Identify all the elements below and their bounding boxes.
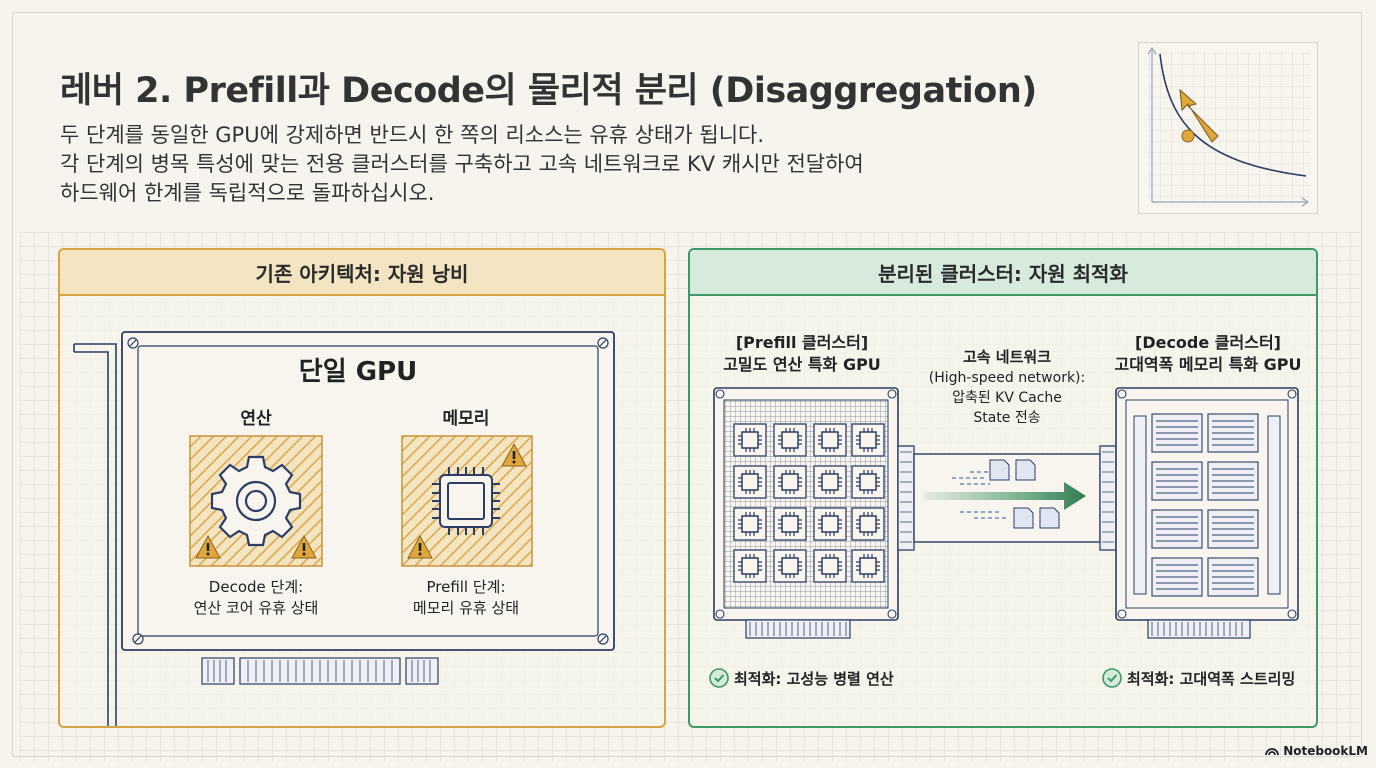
right-panel-header: 분리된 클러스터: 자원 최적화 bbox=[690, 250, 1316, 296]
compute-core-icon bbox=[813, 549, 847, 583]
compute-core-icon bbox=[813, 423, 847, 457]
compute-core-icon bbox=[773, 465, 807, 499]
left-panel-header-text: 기존 아키텍처: 자원 낭비 bbox=[255, 261, 469, 286]
compute-core-icon bbox=[851, 507, 885, 541]
compute-core-icon bbox=[813, 465, 847, 499]
check-circle-icon bbox=[709, 668, 729, 688]
subtitle-line-1: 두 단계를 동일한 GPU에 강제하면 반드시 한 쪽의 리소스는 유휴 상태가… bbox=[60, 123, 765, 147]
right-panel-header-text: 분리된 클러스터: 자원 최적화 bbox=[878, 261, 1128, 286]
compute-core-icon bbox=[733, 423, 767, 457]
network-label-line-4: State 전송 bbox=[973, 410, 1040, 426]
compute-label: 연산 bbox=[240, 409, 272, 429]
warning-icon bbox=[501, 442, 527, 467]
compute-core-icon bbox=[773, 423, 807, 457]
compute-core-icon bbox=[773, 507, 807, 541]
curve-chart-illustration bbox=[1138, 42, 1318, 214]
compute-core-icon bbox=[851, 465, 885, 499]
warning-icon bbox=[195, 534, 221, 559]
compute-core-icon bbox=[813, 507, 847, 541]
brand-name: NotebookLM bbox=[1283, 744, 1368, 758]
page-title: 레버 2. Prefill과 Decode의 물리적 분리 (Disaggreg… bbox=[60, 71, 1037, 111]
gpu-title: 단일 GPU bbox=[299, 357, 417, 387]
memory-bank-lines bbox=[1156, 420, 1254, 590]
memory-caption-line-2: 메모리 유휴 상태 bbox=[413, 599, 519, 617]
memory-label: 메모리 bbox=[443, 409, 490, 429]
warning-icon bbox=[291, 534, 317, 559]
network-label-line-1: 고속 네트워크 bbox=[963, 348, 1051, 366]
warning-icon bbox=[407, 534, 433, 559]
left-panel-legacy: 기존 아키텍처: 자원 낭비 bbox=[58, 248, 666, 728]
compute-core-icon bbox=[733, 465, 767, 499]
compute-caption-line-1: Decode 단계: bbox=[209, 578, 303, 596]
prefill-cluster-subtitle: 고밀도 연산 특화 GPU bbox=[723, 355, 881, 374]
subtitle-line-2: 각 단계의 병목 특성에 맞는 전용 클러스터를 구축하고 고속 네트워크로 K… bbox=[60, 152, 864, 176]
decode-gpu-card bbox=[1115, 387, 1299, 639]
left-panel-body: 단일 GPU 연산 Decode 단계: 연산 코어 유휴 상태 bbox=[60, 296, 664, 726]
right-panel-body: [Prefill 클러스터] 고밀도 연산 특화 GPU bbox=[690, 296, 1316, 726]
single-gpu-diagram: 단일 GPU 연산 Decode 단계: 연산 코어 유휴 상태 bbox=[73, 331, 615, 726]
gpu-card bbox=[121, 331, 615, 651]
right-panel-disaggregated: 분리된 클러스터: 자원 최적화 [Prefill 클러스터] 고밀도 연산 특… bbox=[688, 248, 1318, 728]
notebooklm-logo-icon bbox=[1265, 748, 1280, 756]
compute-core-icon bbox=[733, 507, 767, 541]
screw-icons bbox=[127, 337, 609, 645]
decode-status: 최적화: 고대역폭 스트리밍 bbox=[1127, 670, 1295, 688]
network-label-line-2: (High-speed network): bbox=[929, 370, 1085, 386]
prefill-core-grid bbox=[733, 423, 885, 583]
compute-core-icon bbox=[851, 423, 885, 457]
subtitle-line-3: 하드웨어 한계를 독립적으로 돌파하십시오. bbox=[60, 181, 435, 205]
brand-badge: NotebookLM bbox=[1265, 744, 1368, 758]
check-circle-icon bbox=[1102, 668, 1122, 688]
compute-core-icon bbox=[851, 549, 885, 583]
decode-cluster-title: [Decode 클러스터] bbox=[1135, 333, 1281, 352]
decode-cluster-subtitle: 고대역폭 메모리 특화 GPU bbox=[1114, 355, 1301, 374]
prefill-cluster-title: [Prefill 클러스터] bbox=[736, 333, 868, 352]
compute-core-icon bbox=[733, 549, 767, 583]
compute-core-icon bbox=[773, 549, 807, 583]
left-panel-header: 기존 아키텍처: 자원 낭비 bbox=[60, 250, 664, 296]
prefill-status: 최적화: 고성능 병렬 연산 bbox=[734, 670, 894, 688]
page-subtitle: 두 단계를 동일한 GPU에 강제하면 반드시 한 쪽의 리소스는 유휴 상태가… bbox=[60, 121, 864, 208]
cluster-diagram: [Prefill 클러스터] 고밀도 연산 특화 GPU bbox=[709, 333, 1302, 688]
gpu-bracket bbox=[73, 343, 117, 726]
kv-cache-packet-icons bbox=[989, 459, 1060, 529]
compute-caption-line-2: 연산 코어 유휴 상태 bbox=[194, 599, 319, 617]
chip-icon bbox=[432, 467, 500, 535]
network-label-line-3: 압축된 KV Cache bbox=[952, 390, 1062, 406]
data-flow-arrow bbox=[924, 471, 1086, 519]
memory-caption-line-1: Prefill 단계: bbox=[426, 578, 505, 596]
gear-icon bbox=[210, 455, 302, 547]
